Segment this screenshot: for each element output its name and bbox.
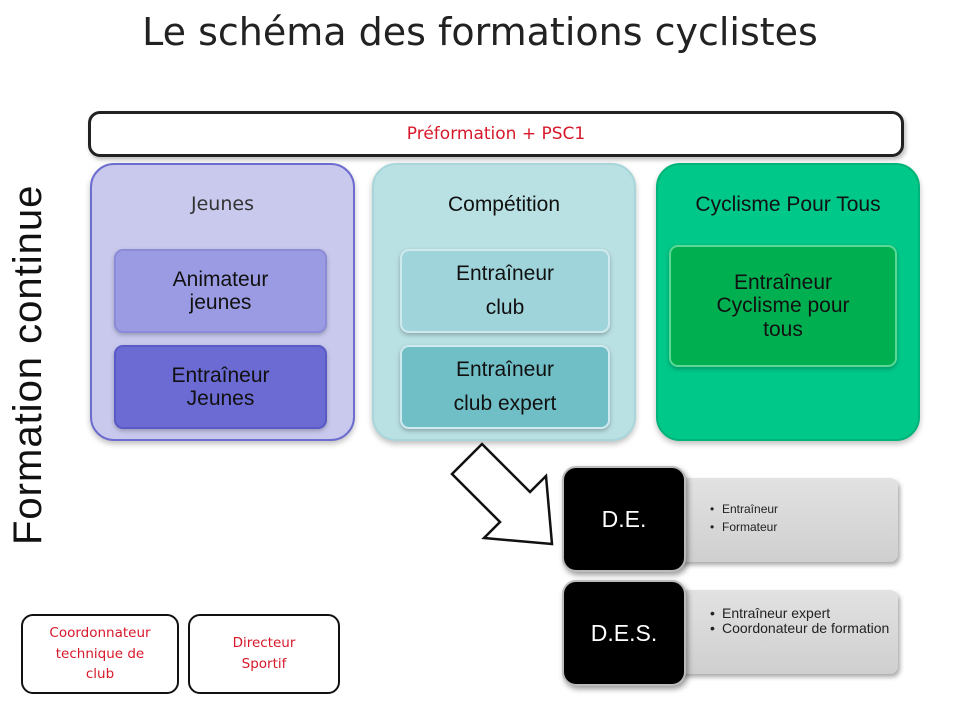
box-entraineur-cyclisme-pour-tous: Entraîneur Cyclisme pour tous [669,245,897,367]
des-items-list: Entraîneur expert Coordonateur de format… [630,590,898,635]
page-title: Le schéma des formations cyclistes [142,10,818,54]
box-entraineur-jeunes: Entraîneur Jeunes [114,345,327,429]
box-line: tous [763,317,803,341]
box-line: Jeunes [186,387,255,410]
role-line: Coordonnateur [49,624,151,641]
column-cyclisme-pour-tous-title: Cyclisme Pour Tous [695,193,881,216]
role-line: Sportif [241,656,287,672]
box-line: jeunes [189,291,252,314]
box-entraineur-club-expert: Entraîneur club expert [400,345,610,429]
box-line: Entraîneur [733,271,833,295]
role-line: club [85,666,115,683]
column-jeunes-title: Jeunes [191,193,254,215]
box-animateur-jeunes: Animateur jeunes [114,249,327,333]
box-line: Entraîneur [171,363,270,387]
column-cyclisme-pour-tous: Cyclisme Pour Tous Entraîneur Cyclisme p… [656,163,920,441]
box-line: club [485,296,525,319]
role-coordonnateur-technique: Coordonnateur technique de club [21,614,179,694]
box-line: Entraîneur [455,358,555,382]
de-badge: D.E. [562,466,686,572]
box-line: Animateur [172,267,269,291]
des-badge: D.E.S. [562,580,686,686]
de-item: Entraîneur [710,500,898,518]
role-directeur-sportif: Directeur Sportif [188,614,340,694]
box-line: Entraîneur [455,262,555,286]
box-line: club expert [453,392,557,415]
column-jeunes: Jeunes Animateur jeunes Entraîneur Jeune… [90,163,355,441]
column-competition: Compétition Entraîneur club Entraîneur c… [372,163,636,441]
des-item: Coordonateur de formation [710,620,898,636]
des-item: Entraîneur expert [710,606,898,621]
de-item: Formateur [710,518,898,536]
down-right-arrow-icon [450,442,554,546]
preformation-banner: Préformation + PSC1 [88,111,904,157]
role-line: Directeur [232,635,296,652]
column-competition-title: Compétition [447,193,561,216]
box-line: Cyclisme pour [716,294,850,318]
des-items-panel: Entraîneur expert Coordonateur de format… [630,590,898,674]
role-line: technique de [55,645,145,662]
box-entraineur-club: Entraîneur club [400,249,610,333]
formation-continue-label: Formation continue [6,184,50,545]
de-items-list: Entraîneur Formateur [630,478,898,536]
